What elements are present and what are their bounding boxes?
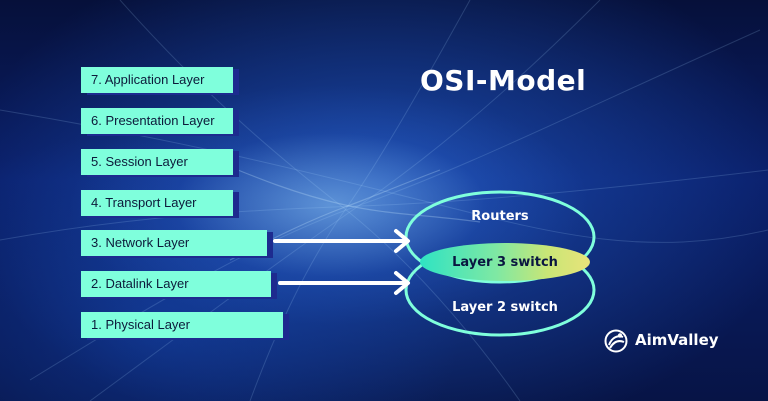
diagram-title: OSI-Model <box>420 64 587 97</box>
layer3-switch-label: Layer 3 switch <box>452 255 558 270</box>
layer-3-network: 3. Network Layer <box>81 230 267 256</box>
layer-5-session: 5. Session Layer <box>81 149 233 175</box>
layer2-switch-label: Layer 2 switch <box>452 300 558 315</box>
layer3-switch-ellipse <box>420 243 590 281</box>
routers-label: Routers <box>471 209 529 224</box>
brand-name: AimValley <box>635 331 719 349</box>
arrow-datalink-to-l2 <box>278 271 410 295</box>
layer-1-physical: 1. Physical Layer <box>81 312 283 338</box>
layer-7-application: 7. Application Layer <box>81 67 233 93</box>
layer-6-presentation: 6. Presentation Layer <box>81 108 233 134</box>
arrow-network-to-l3 <box>273 229 410 253</box>
layer-2-datalink: 2. Datalink Layer <box>81 271 271 297</box>
aimvalley-logo-icon <box>604 329 628 353</box>
layer-4-transport: 4. Transport Layer <box>81 190 233 216</box>
